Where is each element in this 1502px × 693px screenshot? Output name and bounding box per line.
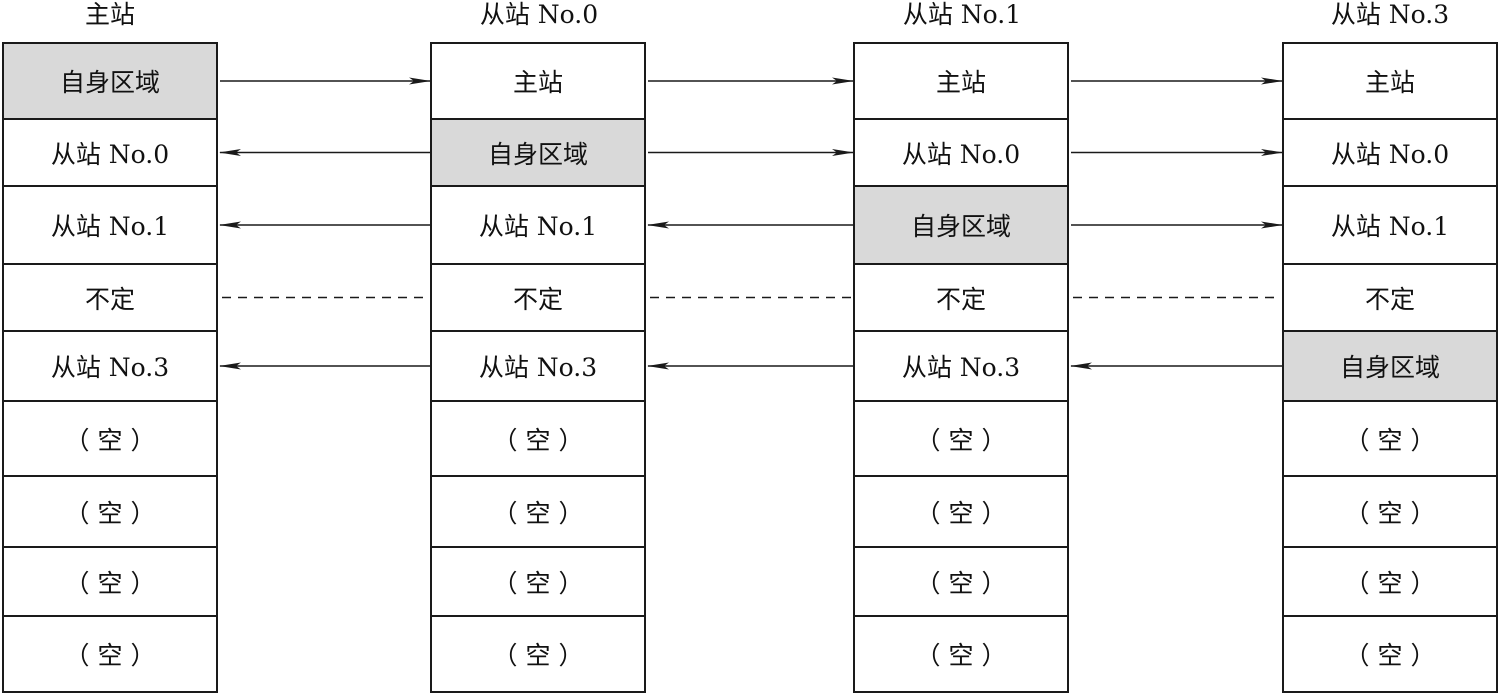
cell-label: （ 空 ）: [492, 568, 584, 598]
memory-cell: （ 空 ）: [430, 617, 646, 693]
memory-cell: 从站 No.1: [1282, 187, 1498, 265]
cell-label: （ 空 ）: [915, 498, 1007, 528]
memory-cell: 从站 No.3: [2, 332, 218, 402]
memory-cell: 从站 No.1: [430, 187, 646, 265]
memory-cell: 主站: [853, 42, 1069, 120]
memory-cell: （ 空 ）: [430, 402, 646, 477]
cell-label: （ 空 ）: [64, 498, 156, 528]
station-column-slave-1: 主站从站 No.0 自身区域不定从站 No.3 （ 空 ） （ 空 ） （ 空 ） （ 空…: [853, 42, 1069, 693]
own-area-cell: 自身区域: [853, 187, 1069, 265]
cell-label: 不定: [1364, 284, 1415, 314]
cell-label: （ 空 ）: [915, 568, 1007, 598]
own-area-cell: 自身区域: [1282, 332, 1498, 402]
cell-label: （ 空 ）: [64, 568, 156, 598]
station-column-slave-3: 主站从站 No.0 从站 No.1 不定自身区域 （ 空 ） （ 空 ） （ 空 ） （ 空…: [1282, 42, 1498, 693]
cell-label: （ 空 ）: [64, 425, 156, 455]
memory-cell: （ 空 ）: [430, 548, 646, 617]
cell-label: （ 空 ）: [64, 641, 156, 670]
cell-label: 不定: [84, 284, 135, 314]
memory-cell: 从站 No.0: [2, 120, 218, 187]
cell-label: 从站 No.0: [901, 139, 1021, 169]
cell-label: 从站 No.3: [50, 353, 170, 382]
memory-cell: 主站: [1282, 42, 1498, 120]
memory-cell: 从站 No.1: [2, 187, 218, 265]
cell-label: 自身区域: [487, 139, 588, 169]
cell-label: 自身区域: [59, 68, 160, 97]
memory-cell: （ 空 ）: [1282, 477, 1498, 548]
cell-label: （ 空 ）: [492, 498, 584, 528]
cell-label: 从站 No.1: [1330, 212, 1450, 241]
memory-cell: （ 空 ）: [2, 402, 218, 477]
cell-label: 从站 No.3: [478, 353, 598, 382]
memory-cell: 从站 No.0: [1282, 120, 1498, 187]
cell-label: 自身区域: [910, 212, 1011, 241]
own-area-cell: 自身区域: [430, 120, 646, 187]
station-title-slave-3: 从站 No.3: [1330, 0, 1450, 29]
memory-cell: 不定: [1282, 265, 1498, 332]
memory-cell: 不定: [430, 265, 646, 332]
cell-label: （ 空 ）: [1344, 641, 1436, 670]
cell-label: （ 空 ）: [915, 641, 1007, 670]
memory-cell: （ 空 ）: [1282, 617, 1498, 693]
cell-label: 从站 No.1: [50, 212, 170, 241]
memory-cell: （ 空 ）: [853, 402, 1069, 477]
memory-cell: 不定: [2, 265, 218, 332]
memory-cell: （ 空 ）: [853, 477, 1069, 548]
station-title-master: 主站: [84, 0, 135, 29]
memory-cell: 从站 No.3: [430, 332, 646, 402]
cell-label: 自身区域: [1339, 353, 1440, 382]
cell-label: （ 空 ）: [1344, 498, 1436, 528]
memory-cell: （ 空 ）: [853, 548, 1069, 617]
memory-cell: 主站: [430, 42, 646, 120]
station-title-slave-1: 从站 No.1: [902, 0, 1022, 29]
station-column-master: 自身区域从站 No.0 从站 No.1 不定从站 No.3 （ 空 ） （ 空 ） （ 空…: [2, 42, 218, 693]
memory-cell: （ 空 ）: [2, 548, 218, 617]
memory-cell: 从站 No.0: [853, 120, 1069, 187]
cell-label: 从站 No.3: [901, 353, 1021, 382]
cell-label: （ 空 ）: [1344, 425, 1436, 455]
cell-label: （ 空 ）: [915, 425, 1007, 455]
cell-label: 从站 No.0: [50, 139, 170, 169]
cell-label: 主站: [1364, 68, 1415, 97]
cell-label: 不定: [935, 284, 986, 314]
cell-label: 主站: [935, 68, 986, 97]
cell-label: （ 空 ）: [492, 641, 584, 670]
memory-cell: （ 空 ）: [1282, 402, 1498, 477]
station-column-slave-0: 主站自身区域从站 No.1 不定从站 No.3 （ 空 ） （ 空 ） （ 空 ） （ 空…: [430, 42, 646, 693]
memory-cell: （ 空 ）: [853, 617, 1069, 693]
station-title-slave-0: 从站 No.0: [479, 0, 599, 29]
memory-cell: （ 空 ）: [430, 477, 646, 548]
memory-cell: 不定: [853, 265, 1069, 332]
memory-cell: （ 空 ）: [1282, 548, 1498, 617]
memory-cell: （ 空 ）: [2, 617, 218, 693]
cell-label: 从站 No.1: [478, 212, 598, 241]
cell-label: 不定: [512, 284, 563, 314]
cell-label: （ 空 ）: [1344, 568, 1436, 598]
memory-cell: （ 空 ）: [2, 477, 218, 548]
memory-cell: 从站 No.3: [853, 332, 1069, 402]
cell-label: 从站 No.0: [1330, 139, 1450, 169]
cell-label: 主站: [512, 68, 563, 97]
own-area-cell: 自身区域: [2, 42, 218, 120]
cell-label: （ 空 ）: [492, 425, 584, 455]
